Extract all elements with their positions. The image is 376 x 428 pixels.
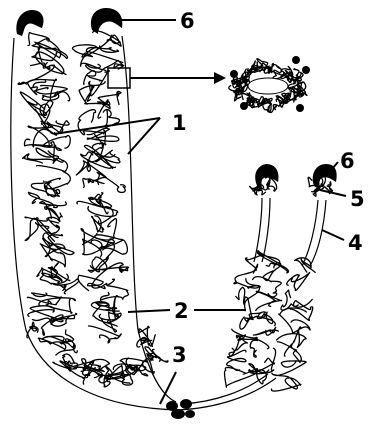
magnified-dark-cluster	[240, 102, 248, 110]
short-tubule-pair	[178, 175, 333, 410]
label-5: 5	[350, 187, 365, 211]
leader-4	[322, 230, 344, 240]
tubule-coil-segment	[89, 71, 110, 96]
junction-blob-2	[180, 399, 192, 409]
label-3: 3	[172, 343, 187, 367]
tubule-coil-segment	[28, 126, 53, 147]
short-coiled-tubule-body	[225, 251, 316, 391]
tubule-coil-segment	[42, 92, 69, 101]
tubule-coil-segment	[27, 293, 62, 305]
label-6-right: 6	[340, 149, 355, 173]
duct-right-2	[310, 200, 326, 266]
tubule-coil-segment	[44, 171, 70, 189]
tubule-coil-segment	[279, 308, 310, 333]
tubule-coil-segment	[85, 100, 110, 118]
tubule-coil-segment	[56, 339, 77, 355]
tubule-coil-segment	[78, 275, 105, 290]
tubule-coil-segment	[18, 63, 54, 84]
label-1: 1	[172, 111, 187, 135]
tubule-coil-segment	[83, 178, 104, 187]
magnified-dark-cluster	[296, 104, 304, 112]
tubule-coil-segment	[96, 143, 120, 163]
magnified-ring-lumen	[248, 78, 288, 94]
magnified-dark-cluster	[230, 70, 238, 78]
junction-blob-4	[185, 410, 195, 418]
tubule-coil-segment	[120, 358, 147, 371]
tubule-coil-segment	[92, 263, 123, 288]
coiled-tubule-base	[27, 322, 168, 387]
coiled-tubule-right	[72, 31, 128, 343]
short-coiled-tubule-left	[250, 177, 277, 195]
tubule-coil-segment	[78, 110, 105, 135]
tubule-coil-segment	[250, 339, 269, 357]
tubule-coil-segment	[253, 327, 278, 335]
tubule-coil-segment	[287, 273, 310, 291]
magnified-dark-cluster	[302, 66, 310, 74]
tubule-coil-segment	[290, 301, 312, 321]
magnification-arrow-head	[214, 72, 226, 84]
leader-3	[160, 372, 176, 404]
coiled-tubule-left	[18, 33, 78, 342]
long-tubule-pair	[11, 31, 178, 410]
junction-blob-3	[171, 409, 185, 419]
magnified-section	[108, 56, 310, 113]
cap-short-left	[255, 164, 278, 190]
tubule-coil-segment	[92, 216, 104, 232]
tubule-coil-segment	[236, 286, 260, 305]
cap-long-right	[91, 8, 122, 34]
tubule-coil-segment	[278, 342, 302, 363]
label-6-top: 6	[180, 9, 195, 33]
tubule-coil-segment	[83, 370, 102, 384]
duct-left-2	[262, 198, 270, 262]
leader-2-left	[128, 310, 170, 312]
tubule-coil-segment	[76, 161, 106, 181]
tubule-coil-segment	[87, 128, 119, 141]
magnified-dark-cluster	[292, 56, 300, 64]
label-4: 4	[348, 231, 363, 255]
tubule-coil-segment	[72, 35, 111, 57]
label-2: 2	[174, 299, 189, 323]
tubule-coil-segment	[89, 326, 122, 343]
leader-1-right	[128, 118, 160, 154]
tubule-coil-segment	[281, 290, 312, 310]
tubule-coil-segment	[98, 91, 121, 104]
tubule-coil-segment	[244, 297, 265, 318]
tubule-coil-segment	[253, 277, 282, 297]
tubule-coil-segment	[46, 182, 60, 196]
tubule-coil-segment	[81, 47, 103, 72]
duct-right	[302, 200, 318, 266]
tubule-coil-segment	[272, 361, 306, 378]
tubule-coil-segment	[272, 378, 301, 391]
